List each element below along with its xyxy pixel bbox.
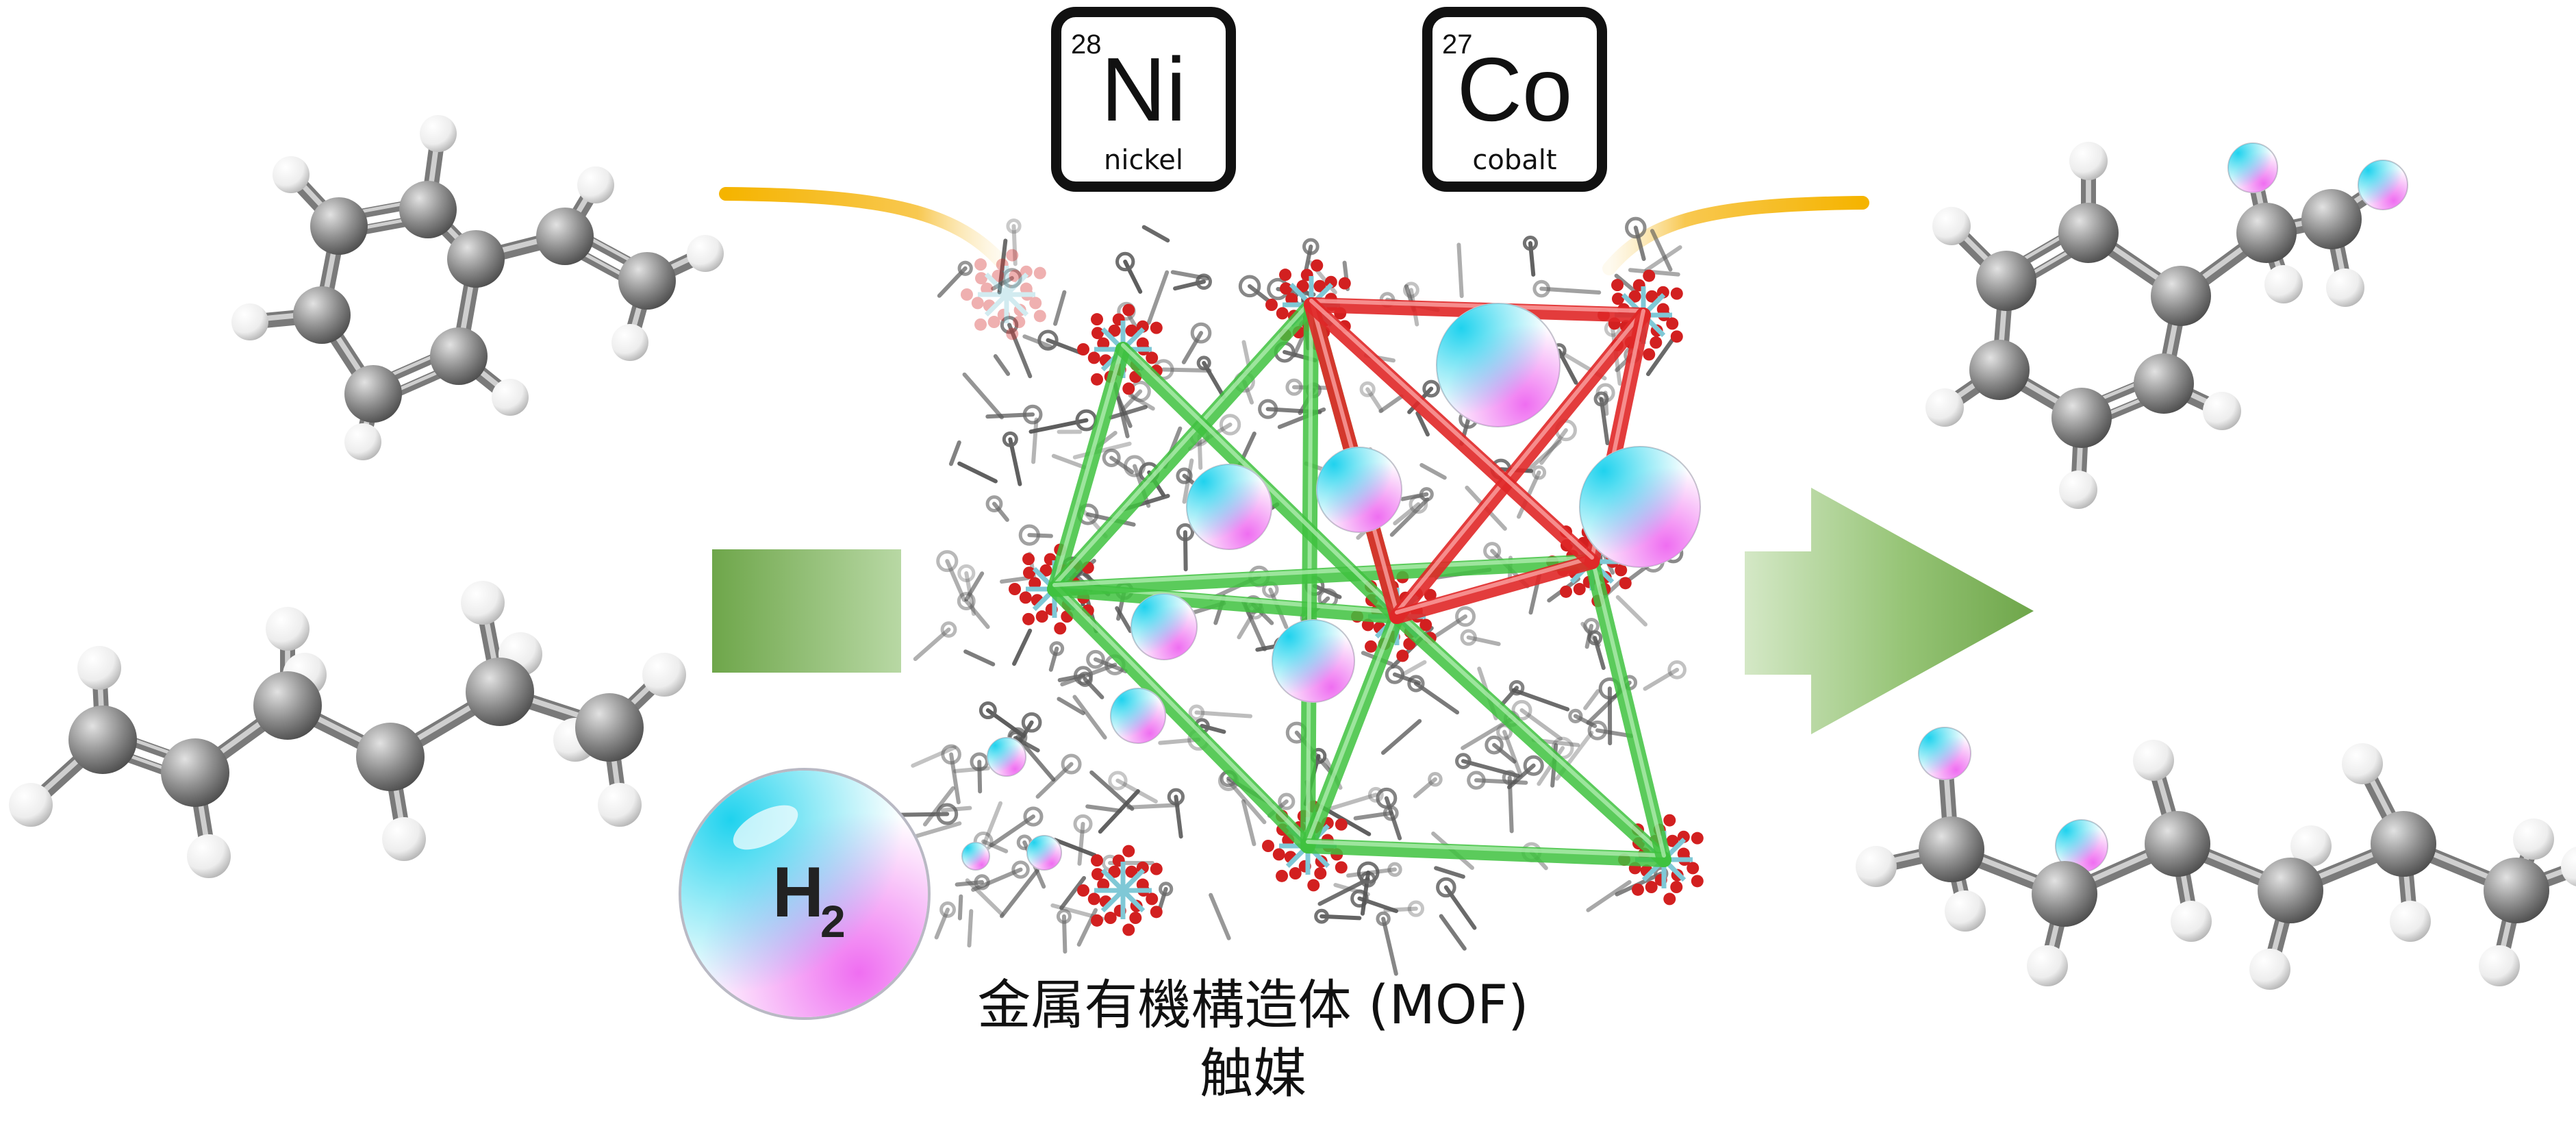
input-bar	[712, 549, 901, 673]
hydrogen-atom	[231, 303, 268, 340]
carbon-atom	[536, 208, 594, 265]
carbon-atom	[161, 738, 229, 807]
hydrogen-atom	[1932, 207, 1971, 245]
styrene-molecule	[231, 115, 724, 460]
cobalt-element-box: 27 Co cobalt	[1422, 7, 1607, 192]
caption-line-1: 金属有機構造体 (MOF)	[808, 971, 1698, 1040]
carbon-atom	[466, 658, 534, 726]
h-bubble	[987, 738, 1026, 776]
reaction-arrow	[1745, 488, 2034, 734]
carbon-atom	[2371, 811, 2436, 877]
nickel-symbol: Ni	[1061, 38, 1226, 141]
ethylbenzene-molecule	[1925, 142, 2408, 509]
carbon-atom	[2134, 353, 2194, 414]
carbon-atom	[310, 197, 368, 255]
h-bubble	[1131, 594, 1197, 660]
cobalt-symbol: Co	[1432, 38, 1597, 141]
carbon-atom	[1969, 340, 2030, 400]
h2-label: H	[772, 853, 824, 932]
carbon-atom	[2058, 203, 2119, 263]
green-link	[1397, 616, 1664, 860]
carbon-atom	[253, 671, 322, 740]
carbon-atom	[2258, 858, 2323, 923]
hydrogen-atom	[461, 581, 505, 625]
mof-framework	[895, 219, 1704, 973]
carbon-atom	[575, 693, 644, 762]
hydrogen-atom	[2059, 471, 2097, 509]
cobalt-name: cobalt	[1432, 145, 1597, 176]
h-bubble	[1272, 620, 1354, 702]
mof-caption: 金属有機構造体 (MOF) 触媒	[808, 971, 1698, 1108]
hexene-molecule	[9, 581, 686, 878]
hydrogen-atom	[273, 156, 310, 193]
carbon-atom	[618, 252, 676, 310]
hydrogen-atom	[577, 166, 614, 203]
hydrogen-atom	[642, 653, 686, 697]
carbon-atom	[68, 706, 137, 774]
h-bubble	[1919, 727, 1971, 779]
hydrogen-atom	[382, 817, 426, 861]
h-bubble	[1437, 303, 1560, 427]
hydrogen-atom	[9, 783, 53, 827]
hydrogen-atom	[420, 115, 457, 152]
hydrogen-atom	[77, 646, 121, 690]
h-bubble	[1580, 447, 1700, 567]
carbon-atom	[293, 286, 351, 344]
left-arc	[726, 194, 1000, 260]
right-arc	[1609, 203, 1862, 269]
hydrogen-atom	[2069, 142, 2108, 180]
hexane-molecule	[1856, 727, 2576, 990]
carbon-atom	[2301, 189, 2362, 249]
carbon-atom	[1919, 816, 1984, 882]
h-bubble	[2358, 160, 2408, 210]
carbon-atom	[2484, 858, 2549, 923]
carbon-atom	[344, 365, 402, 423]
hydrogen-atom	[2326, 269, 2364, 307]
h-bubble	[1187, 464, 1272, 549]
hydrogen-atom	[2264, 265, 2303, 303]
h-bubble	[1027, 836, 1061, 870]
hydrogen-atom	[2203, 392, 2241, 430]
hydrogen-atom	[1945, 890, 1986, 932]
hydrogen-atom	[687, 235, 724, 272]
nickel-element-box: 28 Ni nickel	[1051, 7, 1236, 192]
carbon-atom	[2051, 388, 2112, 448]
hydrogen-atom	[611, 324, 648, 361]
caption-line-2: 触媒	[808, 1040, 1698, 1108]
h-bubble	[2228, 143, 2277, 192]
hydrogen-atom	[2249, 949, 2290, 990]
hydrogen-atom	[2342, 743, 2383, 784]
hydrogen-atom	[1925, 388, 1964, 427]
carbon-atom	[2236, 203, 2297, 263]
h2-subscript: 2	[820, 896, 846, 947]
hydrogen-atom	[266, 607, 310, 651]
hydrogen-atom	[2479, 945, 2520, 986]
carbon-atom	[2151, 266, 2211, 326]
hydrogen-atom	[2133, 740, 2174, 781]
carbon-atom	[447, 230, 505, 288]
hydrogen-atom	[2513, 819, 2554, 860]
hydrogen-atom	[344, 423, 381, 460]
carbon-atom	[430, 327, 488, 385]
hydrogen-atom	[1856, 846, 1897, 887]
h-bubble	[962, 843, 989, 870]
nickel-name: nickel	[1061, 145, 1226, 176]
h-bubble	[1317, 447, 1402, 532]
hydrogen-atom	[2027, 945, 2068, 986]
carbon-atom	[2032, 861, 2097, 927]
hydrogen-atom	[2390, 901, 2431, 942]
carbon-atom	[399, 181, 457, 238]
carbon-atom	[2145, 811, 2210, 877]
hydrogen-atom	[492, 379, 529, 416]
hydrogen-atom	[187, 834, 231, 878]
h-bubble	[1111, 688, 1165, 743]
carbon-atom	[356, 723, 425, 791]
hydrogen-atom	[2171, 901, 2212, 942]
hydrogen-atom	[598, 783, 642, 827]
carbon-atom	[1976, 251, 2036, 311]
